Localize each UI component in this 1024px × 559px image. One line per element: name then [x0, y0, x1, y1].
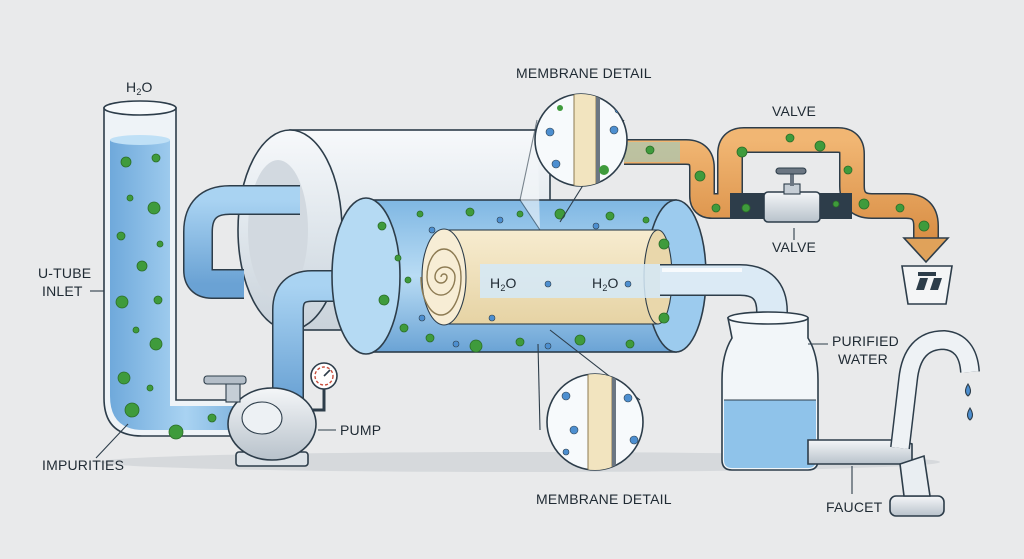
- valve-label-top: VALVE: [772, 103, 816, 119]
- purified-water-label-2: WATER: [838, 351, 888, 367]
- h2o-core-label-2: H2O: [592, 275, 619, 293]
- membrane-detail-magnifier-bottom: [537, 329, 644, 471]
- membrane-detail-label-top: MEMBRANE DETAIL: [516, 65, 652, 81]
- valve-label-bottom: VALVE: [772, 239, 816, 255]
- purified-water-label-1: PURIFIED: [832, 333, 899, 349]
- waste-bin-icon: [901, 265, 953, 305]
- utube-inlet-label-1: U-TUBE: [38, 265, 91, 281]
- pump-label: PUMP: [340, 422, 381, 438]
- pump: [203, 362, 338, 467]
- utube-inlet-label-2: INLET: [42, 283, 83, 299]
- impurity-particles-cylinder: [377, 207, 670, 353]
- faucet-label: FAUCET: [826, 499, 883, 515]
- impurity-particles-tube: [115, 153, 244, 440]
- feed-pipe-upper: [183, 185, 300, 299]
- membrane-detail-label-bottom: MEMBRANE DETAIL: [536, 491, 672, 507]
- pressure-gauge-icon: [310, 362, 338, 390]
- faucet: [807, 329, 980, 517]
- impurities-pointer: [95, 423, 129, 459]
- h2o-core-label-1: H2O: [490, 275, 517, 293]
- valve: [763, 167, 821, 223]
- water-drop-icon: [964, 382, 972, 397]
- purified-water-jar: [721, 311, 819, 471]
- water-molecules-cylinder: [418, 216, 632, 350]
- feed-pipe-lower: [272, 270, 360, 400]
- flow-arrow-icon: [902, 237, 950, 264]
- water-drop-icon: [966, 406, 974, 421]
- membrane-cylinder: [331, 197, 707, 355]
- h2o-label-top: H2O: [126, 79, 153, 97]
- u-tube-inlet: [103, 100, 263, 440]
- membrane-detail-magnifier-top: [519, 93, 628, 231]
- impurities-label: IMPURITIES: [42, 457, 124, 473]
